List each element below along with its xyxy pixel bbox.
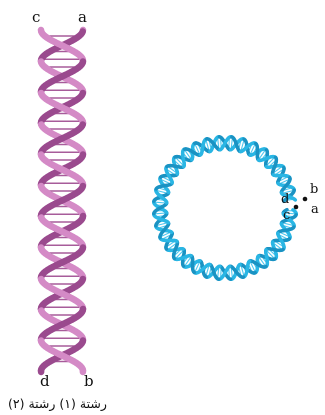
- helix-strands: [41, 30, 83, 372]
- circular-dna-strands: [154, 137, 296, 279]
- circle-strand-2: [295, 199, 296, 200]
- label-c-circle: c: [283, 208, 290, 223]
- label-d-circle: d: [281, 192, 289, 207]
- label-b-circle: b: [310, 182, 318, 197]
- label-c-top: c: [32, 8, 40, 26]
- label-a-top: a: [78, 8, 87, 26]
- linear-dna-helix: [41, 30, 83, 372]
- label-a-circle: a: [311, 202, 319, 217]
- strand-caption: رشتة (١) رشتة (٢): [8, 396, 107, 412]
- label-d-bottom: d: [40, 372, 50, 390]
- nick-dot-left: [294, 205, 299, 210]
- label-b-bottom: b: [84, 372, 94, 390]
- circular-dna: [154, 137, 296, 279]
- nick-dot-right: [303, 197, 308, 202]
